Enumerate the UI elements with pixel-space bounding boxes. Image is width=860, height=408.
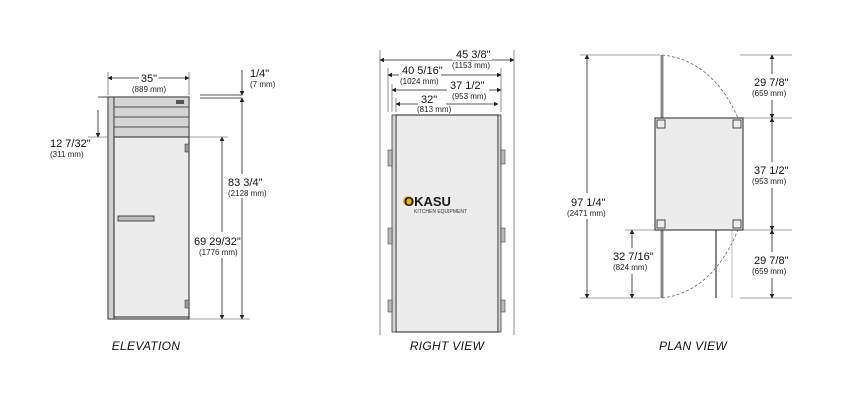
hinge-top <box>184 143 190 153</box>
dim-depth-total-mm: (1153 mm) <box>452 61 490 70</box>
dim-door-height-mm: (1776 mm) <box>199 248 238 257</box>
right-view: OKASU KITCHEN EQUIPMENT 45 3/8" (1153 mm… <box>379 48 515 353</box>
dim-width-label: 35" <box>141 73 157 85</box>
dim-depth-door-mm: (953 mm) <box>452 92 487 101</box>
caption-plan-view: PLAN VIEW <box>659 339 728 353</box>
dim-swing-top-label: 29 7/8" <box>754 77 789 89</box>
control-badge <box>176 100 184 104</box>
elevation-left-rail <box>107 96 115 320</box>
dim-depth-body-mm: (813 mm) <box>417 105 452 114</box>
right-back-edge <box>497 114 502 333</box>
dim-depth-total-label: 45 3/8" <box>456 49 491 61</box>
dim-width-mm: (889 mm) <box>132 85 167 94</box>
dim-total-height-label: 83 3/4" <box>228 177 263 189</box>
dim-top-gap-mm: (7 mm) <box>250 80 276 89</box>
caption-elevation: ELEVATION <box>112 339 181 353</box>
logo-subtext: KITCHEN EQUIPMENT <box>414 209 467 215</box>
dim-overall-mm: (2471 mm) <box>567 209 606 218</box>
dim-cabinet-depth-label: 37 1/2" <box>754 165 789 177</box>
logo-mark-icon <box>403 196 413 206</box>
dim-grille-mm: (311 mm) <box>50 150 84 159</box>
caption-right-view: RIGHT VIEW <box>410 339 486 353</box>
elevation-view: 35" (889 mm) 1/4" (7 mm) 12 7/32" (311 m… <box>50 68 276 353</box>
dim-depth-body-label: 32" <box>421 94 437 106</box>
dim-overall-label: 97 1/4" <box>571 197 606 209</box>
right-handle-upper <box>387 149 393 167</box>
dim-total-height-mm: (2128 mm) <box>228 189 267 198</box>
dim-swing-top-mm: (659 mm) <box>752 89 787 98</box>
plan-view: 97 1/4" (2471 mm) 29 7/8" (659 mm) 37 1/… <box>565 54 794 353</box>
dim-top-gap-label: 1/4" <box>250 68 269 80</box>
dim-swing-bottom-label: 29 7/8" <box>754 255 789 267</box>
dim-door-width-mm: (824 mm) <box>613 263 648 272</box>
dim-swing-bottom-mm: (659 mm) <box>752 267 787 276</box>
door-handle <box>117 215 155 222</box>
dim-depth-handle-label: 40 5/16" <box>402 65 443 77</box>
caster-bl <box>656 219 666 229</box>
right-hinge <box>387 299 393 313</box>
right-door-edge <box>391 114 397 333</box>
right-cabinet <box>395 114 499 333</box>
dim-door-width-label: 32 7/16" <box>613 251 654 263</box>
caster-tl <box>656 119 666 129</box>
dim-grille-label: 12 7/32" <box>50 138 91 150</box>
right-handle-lower <box>387 227 393 245</box>
dim-door-height-label: 69 29/32" <box>194 236 241 248</box>
caster-br <box>732 219 742 229</box>
logo-text: OKASU <box>404 194 451 209</box>
dim-cabinet-depth-mm: (953 mm) <box>752 177 787 186</box>
elevation-door <box>113 136 190 318</box>
door-swing-top-arc <box>661 54 739 119</box>
dim-depth-handle-mm: (1024 mm) <box>400 77 439 86</box>
caster-tr <box>732 119 742 129</box>
okasu-logo: OKASU KITCHEN EQUIPMENT <box>403 194 467 215</box>
plan-cabinet <box>654 117 744 231</box>
door-swing-bottom-arc <box>661 229 739 299</box>
dim-depth-door-label: 37 1/2" <box>450 80 485 92</box>
hinge-bottom <box>184 299 190 309</box>
